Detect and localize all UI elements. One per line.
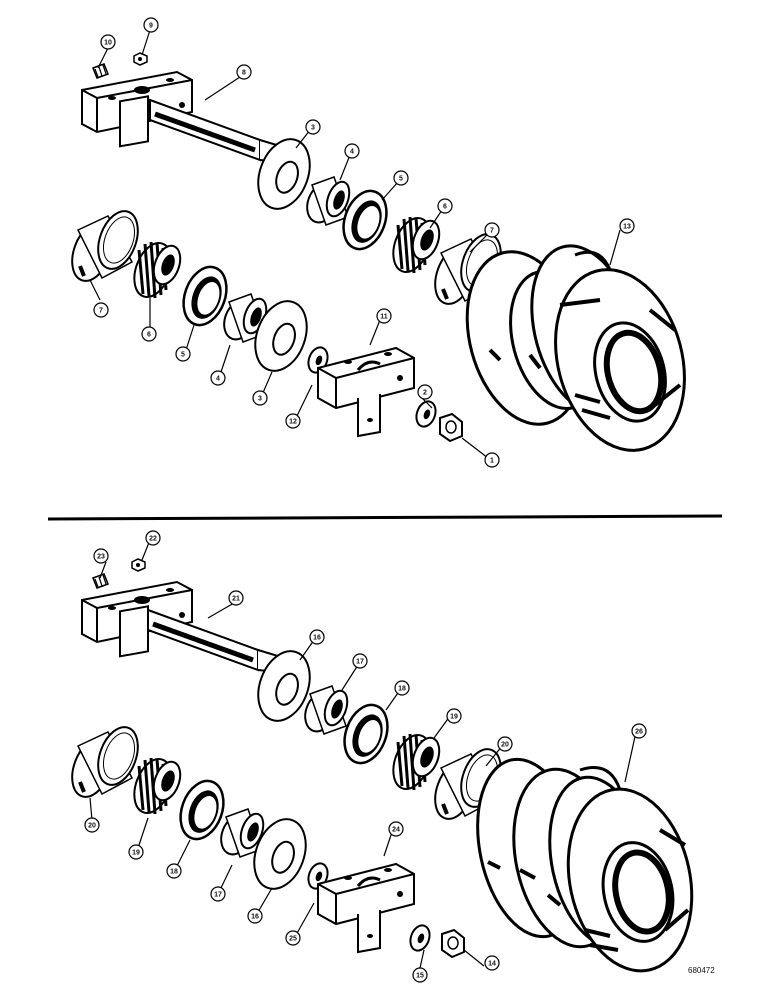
svg-text:19: 19	[450, 714, 458, 721]
callout-20: 20	[497, 736, 513, 752]
cone-6-lower	[125, 236, 187, 304]
callout-26: 26	[631, 723, 647, 739]
callout-10: 10	[100, 34, 116, 50]
svg-text:18: 18	[170, 869, 178, 876]
svg-text:11: 11	[380, 314, 388, 321]
callout-8: 8	[236, 64, 252, 80]
callout-17: 17	[210, 886, 226, 902]
callout-4: 4	[344, 143, 360, 159]
callout-1: 1	[484, 452, 500, 468]
svg-text:2: 2	[423, 390, 427, 397]
figure-number: 680472	[688, 966, 715, 975]
svg-text:19: 19	[132, 850, 140, 857]
callout-25: 25	[285, 930, 301, 946]
svg-text:5: 5	[181, 352, 185, 359]
svg-text:12: 12	[289, 419, 297, 426]
callout-3: 3	[252, 390, 268, 406]
roller-26	[476, 757, 694, 973]
callout-23: 23	[93, 548, 109, 564]
callout-5: 5	[175, 346, 191, 362]
svg-text:14: 14	[488, 961, 496, 968]
svg-text:13: 13	[623, 224, 631, 231]
callout-6: 6	[437, 198, 453, 214]
svg-text:20: 20	[88, 823, 96, 830]
cone-19-lower	[125, 752, 187, 820]
bracket-24	[316, 862, 416, 954]
svg-text:17: 17	[214, 892, 222, 899]
section-divider	[47, 514, 723, 521]
cup-7-lower	[62, 203, 148, 289]
svg-text:4: 4	[350, 149, 354, 156]
lower-assembly	[62, 558, 694, 973]
callout-17: 17	[352, 653, 368, 669]
svg-text:17: 17	[356, 659, 364, 666]
svg-text:15: 15	[416, 973, 424, 980]
callout-4: 4	[210, 370, 226, 386]
callout-14: 14	[484, 955, 500, 971]
callout-11: 11	[376, 308, 392, 324]
callouts: 1 2 3 3 4 4 5 5 6 6 7 7 8 9 10 11 12 13 …	[84, 17, 647, 983]
svg-text:7: 7	[99, 308, 103, 315]
callout-19: 19	[128, 844, 144, 860]
nut-14	[441, 929, 465, 958]
callout-16: 16	[247, 908, 263, 924]
svg-text:16: 16	[313, 635, 321, 642]
cup-20-lower	[62, 719, 148, 805]
svg-text:1: 1	[490, 458, 494, 465]
bracket-11	[316, 346, 416, 438]
nut-1	[439, 413, 463, 442]
grease-fitting-22	[131, 558, 146, 572]
svg-text:8: 8	[242, 70, 246, 77]
callout-20: 20	[84, 817, 100, 833]
svg-text:9: 9	[149, 23, 153, 30]
cone-19-upper	[384, 728, 446, 796]
svg-text:4: 4	[216, 376, 220, 383]
washer-15	[406, 921, 434, 955]
callout-24: 24	[388, 821, 404, 837]
svg-text:7: 7	[490, 228, 494, 235]
callout-22: 22	[145, 530, 161, 546]
cone-6-upper	[384, 211, 446, 279]
svg-text:3: 3	[311, 125, 315, 132]
svg-text:5: 5	[399, 176, 403, 183]
callout-18: 18	[166, 863, 182, 879]
callout-5: 5	[393, 170, 409, 186]
callout-12: 12	[285, 413, 301, 429]
set-screw-10	[92, 63, 109, 79]
svg-text:18: 18	[398, 686, 406, 693]
callout-15: 15	[412, 967, 428, 983]
roller-13	[465, 244, 686, 452]
grease-fitting-9	[133, 52, 148, 66]
callout-13: 13	[619, 218, 635, 234]
svg-text:26: 26	[635, 729, 643, 736]
callout-3: 3	[305, 119, 321, 135]
callout-9: 9	[143, 17, 159, 33]
callout-19: 19	[446, 708, 462, 724]
washer-2	[412, 397, 440, 431]
svg-text:6: 6	[147, 332, 151, 339]
callout-21: 21	[228, 590, 244, 606]
svg-text:21: 21	[232, 596, 240, 603]
callout-2: 2	[417, 384, 433, 400]
svg-text:10: 10	[104, 40, 112, 47]
callout-7: 7	[484, 222, 500, 238]
callout-16: 16	[309, 629, 325, 645]
callout-7: 7	[93, 302, 109, 318]
callout-18: 18	[394, 680, 410, 696]
svg-text:23: 23	[97, 554, 105, 561]
svg-text:25: 25	[289, 936, 297, 943]
svg-text:20: 20	[501, 742, 509, 749]
svg-text:6: 6	[443, 204, 447, 211]
svg-text:24: 24	[392, 827, 400, 834]
svg-text:16: 16	[251, 914, 259, 921]
upper-assembly	[62, 52, 686, 452]
svg-text:22: 22	[149, 536, 157, 543]
svg-text:3: 3	[258, 396, 262, 403]
callout-6: 6	[141, 326, 157, 342]
